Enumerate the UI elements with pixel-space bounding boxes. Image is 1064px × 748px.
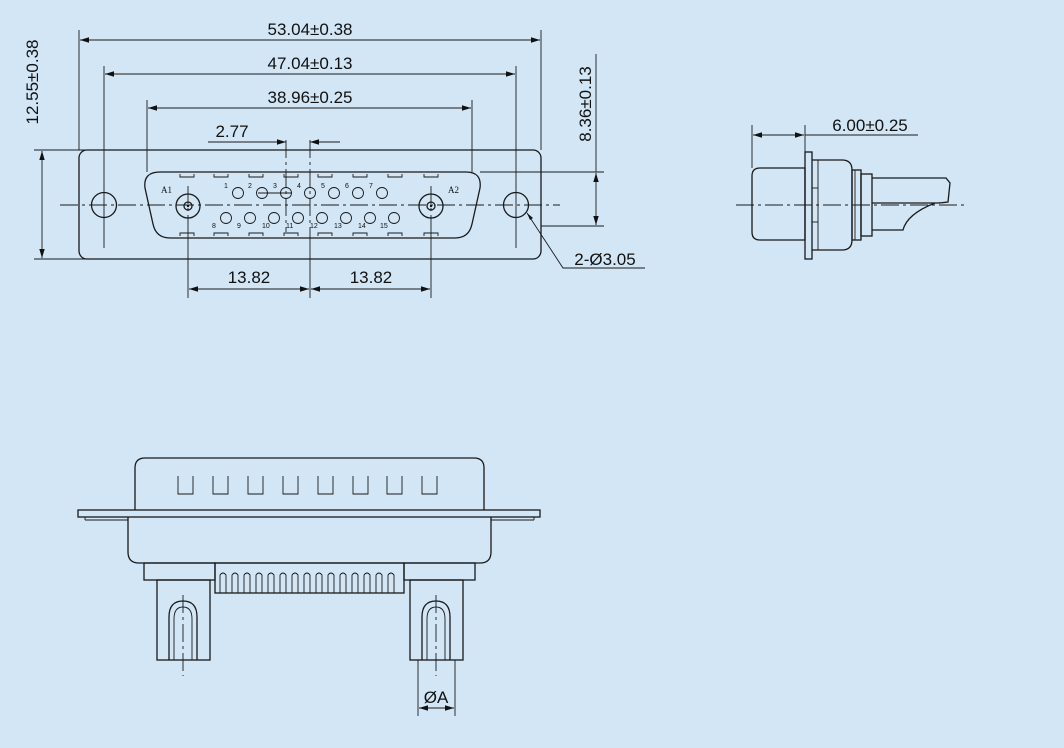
dim-pin-pitch: 2.77: [215, 122, 248, 141]
pin-label: 4: [297, 183, 301, 190]
dim-shell-height: 8.36±0.13: [576, 66, 595, 142]
contact-numbers: 1 2 3 4 5 6 7 8 9 10 11 12 13 14 15: [212, 183, 388, 230]
side-shell: [751, 167, 806, 241]
bottom-flange: [77, 509, 541, 518]
dim-hole-diameter: 2-Ø3.05: [574, 250, 635, 269]
dim-shell-width: 38.96±0.25: [268, 88, 353, 107]
pin-label: 11: [286, 223, 293, 230]
signal-pins: [219, 572, 395, 593]
side-flange: [804, 151, 813, 260]
pin-label: 3: [273, 183, 277, 190]
dim-pin-diameter: ØA: [424, 688, 449, 707]
front-view: A1 A2 1 2 3 4 5 6 7 8 9 10 11 12 13: [23, 20, 645, 298]
shell-slots: [179, 174, 439, 236]
pin-label: 6: [345, 183, 349, 190]
side-cable: [872, 177, 951, 204]
pin-label: 15: [380, 223, 388, 230]
d-shell-outline: [144, 171, 481, 239]
pin-label: 9: [237, 223, 241, 230]
pin-label: 13: [334, 223, 342, 230]
pin-label: 12: [310, 223, 318, 230]
coax-post-right: [409, 579, 464, 661]
pin-label: 7: [369, 183, 373, 190]
pin-label: 1: [224, 183, 228, 190]
pin-label: 2: [248, 183, 252, 190]
pin-label: 5: [321, 183, 325, 190]
bottom-body: [127, 517, 492, 564]
signal-pin-strip: [214, 562, 405, 594]
dim-flange-height: 12.55±0.38: [23, 40, 42, 125]
bottom-shell: [134, 457, 485, 510]
bottom-shell-slots: [177, 476, 438, 495]
side-view: 6.00±0.25: [736, 116, 965, 260]
contact-row-2: [220, 212, 400, 224]
coax-a2-label: A2: [448, 185, 459, 195]
pin-label: 14: [358, 223, 366, 230]
leader-hole-dia: [526, 212, 645, 269]
pin-label: 10: [262, 223, 270, 230]
bottom-view: ØA: [77, 457, 541, 716]
dim-side-depth: 6.00±0.25: [832, 116, 908, 135]
dim-overall-length: 53.04±0.38: [268, 20, 353, 39]
dim-hole-pitch: 47.04±0.13: [268, 54, 353, 73]
coax-post-left: [156, 579, 211, 661]
dim-right-offset: 13.82: [350, 268, 393, 287]
coax-a1-label: A1: [161, 185, 172, 195]
pin-label: 8: [212, 223, 216, 230]
dim-left-offset: 13.82: [228, 268, 271, 287]
extension-lines: [34, 30, 604, 298]
